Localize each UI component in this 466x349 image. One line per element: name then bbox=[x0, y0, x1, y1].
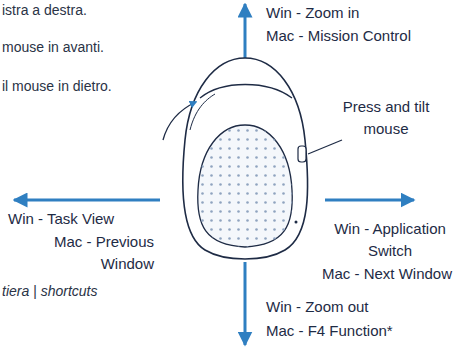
mouse-gesture-label: Mac - Previous Window bbox=[8, 231, 154, 275]
mouse-edge bbox=[190, 94, 215, 130]
mouse-gesture-label: istra a destra. bbox=[2, 1, 87, 19]
mouse-dots bbox=[198, 125, 293, 247]
mouse-gesture-label: Win - Zoom out bbox=[266, 296, 369, 318]
left-arrow bbox=[14, 199, 160, 202]
mouse-gesture-label: Win - Task View bbox=[8, 208, 114, 230]
mouse-gesture-label: Mac - Mission Control bbox=[266, 25, 411, 47]
mouse-gesture-label: Mac - Next Window bbox=[322, 263, 452, 285]
mouse-gesture-label: il mouse in dietro. bbox=[2, 77, 112, 95]
tilt-arrow bbox=[163, 102, 196, 140]
mouse-gesture-label: Press and tilt mouse bbox=[338, 96, 434, 140]
mouse-panel bbox=[198, 125, 293, 247]
mouse-gesture-label: mouse in avanti. bbox=[2, 38, 104, 56]
leader-line bbox=[308, 140, 342, 154]
mouse-led bbox=[295, 221, 298, 224]
mouse-gesture-label: Win - Application Switch bbox=[320, 218, 460, 262]
mouse-shell bbox=[183, 58, 308, 259]
down-arrow bbox=[244, 262, 247, 345]
mouse-gesture-label: tiera | shortcuts bbox=[2, 282, 97, 300]
mouse-gesture-label: Mac - F4 Function* bbox=[266, 320, 393, 342]
tilt-button bbox=[298, 146, 306, 162]
mouse-ridge bbox=[200, 85, 292, 99]
right-arrow bbox=[325, 199, 414, 202]
mouse-gesture-label: Win - Zoom in bbox=[266, 2, 359, 24]
